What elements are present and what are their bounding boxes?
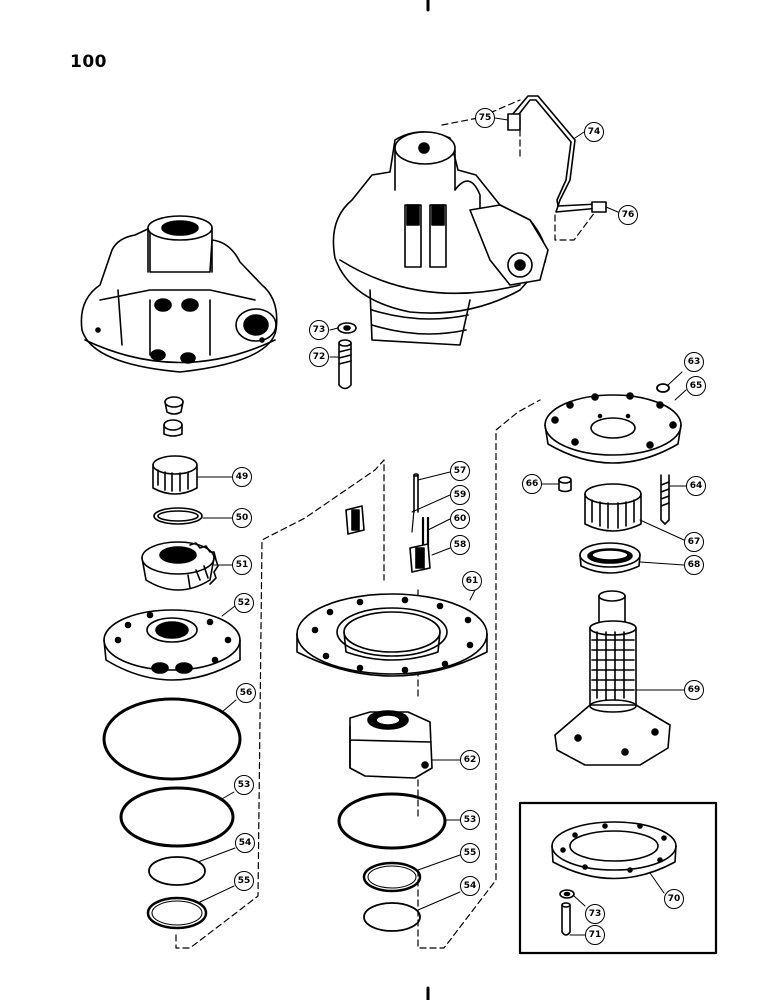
callout-71: 71 <box>585 925 605 945</box>
inset-frame <box>518 801 718 955</box>
bolt-72 <box>329 339 352 390</box>
o-ring-53-left <box>119 786 235 848</box>
callout-52: 52 <box>234 593 254 613</box>
pin-57 <box>413 474 419 513</box>
callout-64: 64 <box>686 476 706 496</box>
callout-53-middle: 53 <box>460 810 480 830</box>
callout-57: 57 <box>450 461 470 481</box>
callout-49: 49 <box>232 467 252 487</box>
callout-55-middle: 55 <box>460 843 480 863</box>
plug-parts <box>163 396 184 437</box>
bearing-49 <box>152 455 198 495</box>
snap-ring-50 <box>153 507 203 525</box>
o-ring-56 <box>102 697 242 781</box>
seal-55-middle <box>362 861 422 893</box>
callout-69: 69 <box>684 680 704 700</box>
shaft-69 <box>554 590 685 766</box>
o-ring-63 <box>656 383 670 393</box>
callout-53-left: 53 <box>234 775 254 795</box>
cover-65 <box>544 389 687 464</box>
callout-76: 76 <box>618 205 638 225</box>
plug-66 <box>541 476 572 493</box>
callout-72: 72 <box>309 347 329 367</box>
callout-67: 67 <box>684 532 704 552</box>
callout-56: 56 <box>236 683 256 703</box>
callout-55-left: 55 <box>234 871 254 891</box>
callout-75: 75 <box>475 108 495 128</box>
bolt-71 <box>561 902 586 936</box>
callout-61: 61 <box>462 571 482 591</box>
callout-70: 70 <box>664 889 684 909</box>
callout-73-inset: 73 <box>585 904 605 924</box>
callout-54-left: 54 <box>235 833 255 853</box>
callout-68: 68 <box>684 555 704 575</box>
seal-54-left <box>148 856 206 886</box>
seal-55-left <box>146 896 208 930</box>
callout-62: 62 <box>460 750 480 770</box>
gear-51 <box>141 541 219 591</box>
callout-73-top: 73 <box>309 320 329 340</box>
callout-74: 74 <box>584 122 604 142</box>
upper-housing-left <box>80 215 278 373</box>
hydraulic-line-74 <box>507 95 607 213</box>
page-number: 100 <box>70 52 107 72</box>
seal-68 <box>579 542 685 574</box>
nut-73-inset <box>559 889 586 907</box>
ring-flange-61 <box>296 587 488 677</box>
bearing-67 <box>584 483 685 541</box>
callout-60: 60 <box>450 509 470 529</box>
pin-59 <box>411 509 415 533</box>
block-58 <box>409 543 451 573</box>
callout-59: 59 <box>450 485 470 505</box>
callout-63: 63 <box>684 352 704 372</box>
callout-51: 51 <box>232 555 252 575</box>
callout-65: 65 <box>686 376 706 396</box>
callout-58: 58 <box>450 535 470 555</box>
bolt-64 <box>660 474 687 525</box>
flange-52 <box>103 609 241 681</box>
callout-66: 66 <box>522 474 542 494</box>
callout-54-middle: 54 <box>460 876 480 896</box>
block-left <box>345 505 365 535</box>
o-ring-53-middle <box>337 792 447 850</box>
upper-housing-assembled <box>332 131 549 346</box>
coupling-62 <box>349 710 461 779</box>
seal-54-middle <box>363 902 421 932</box>
plate-70 <box>551 821 677 894</box>
callout-50: 50 <box>232 508 252 528</box>
